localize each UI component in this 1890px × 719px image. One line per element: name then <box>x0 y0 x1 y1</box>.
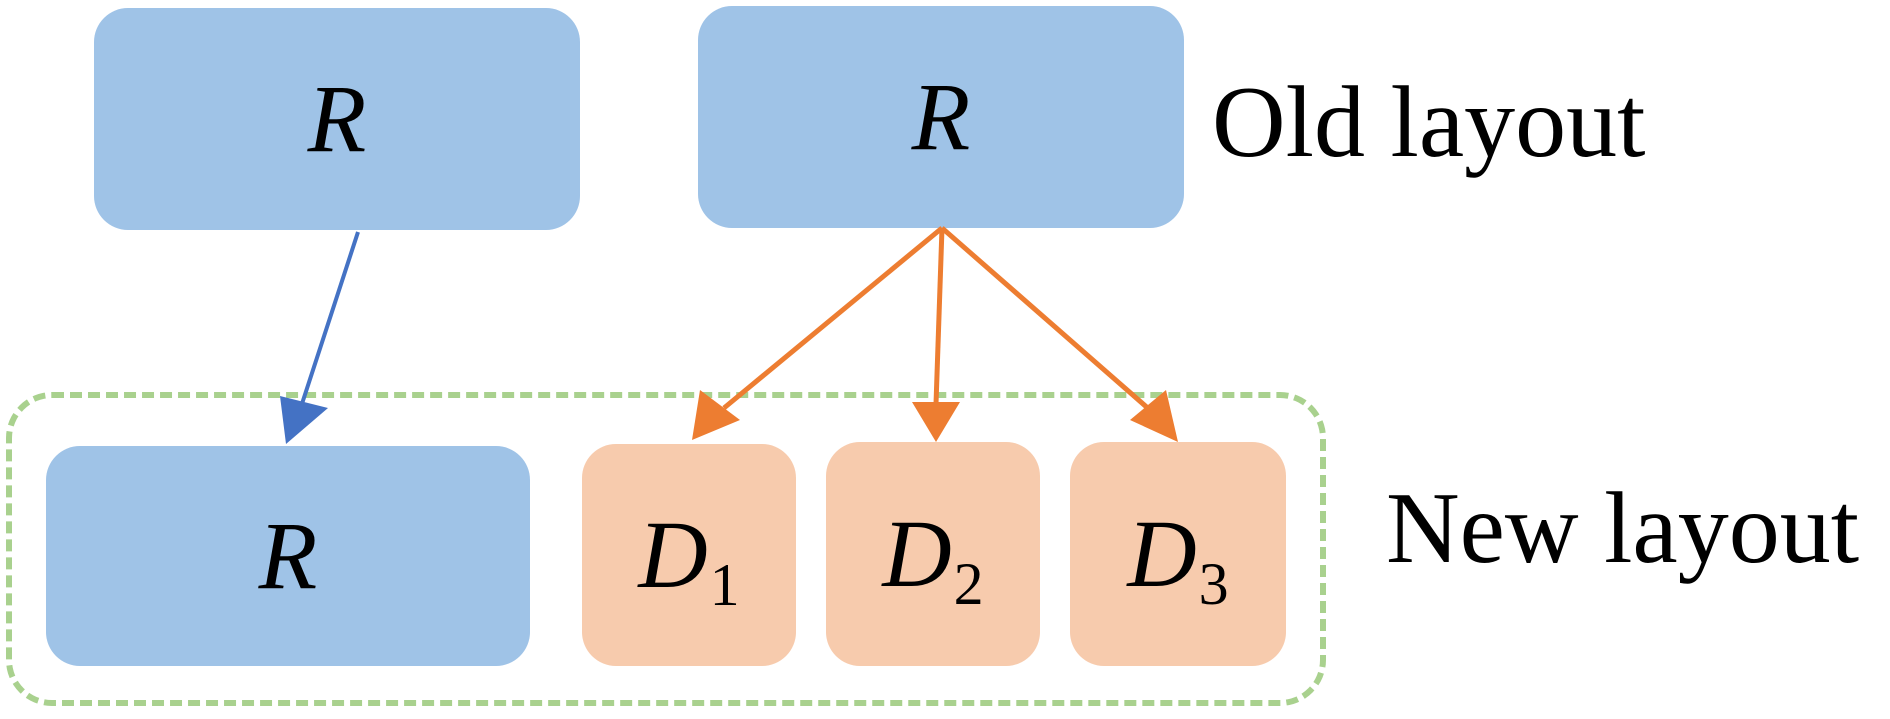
distribute-arrow-d1 <box>692 226 944 440</box>
distributed-box-d2: D2 <box>826 442 1040 666</box>
new-layout-region <box>6 392 1326 706</box>
distributed-box-d3: D3 <box>1070 442 1286 666</box>
d2-label: D2 <box>882 500 984 617</box>
old-source-box: R <box>698 6 1184 228</box>
distributed-box-d1: D1 <box>582 444 796 666</box>
new-layout-label: New layout <box>1386 472 1860 585</box>
d3-label: D3 <box>1127 500 1229 617</box>
replicate-arrow <box>280 231 360 444</box>
distribute-arrow-d3 <box>940 226 1178 442</box>
new-replicated-box: R <box>46 446 530 666</box>
old-layout-label: Old layout <box>1212 66 1646 179</box>
old-replicated-label: R <box>307 65 367 172</box>
new-replicated-label: R <box>258 502 318 609</box>
distribute-arrow-d2 <box>912 227 960 442</box>
old-source-label: R <box>911 63 971 170</box>
d1-label: D1 <box>638 501 740 618</box>
old-replicated-box: R <box>94 8 580 230</box>
